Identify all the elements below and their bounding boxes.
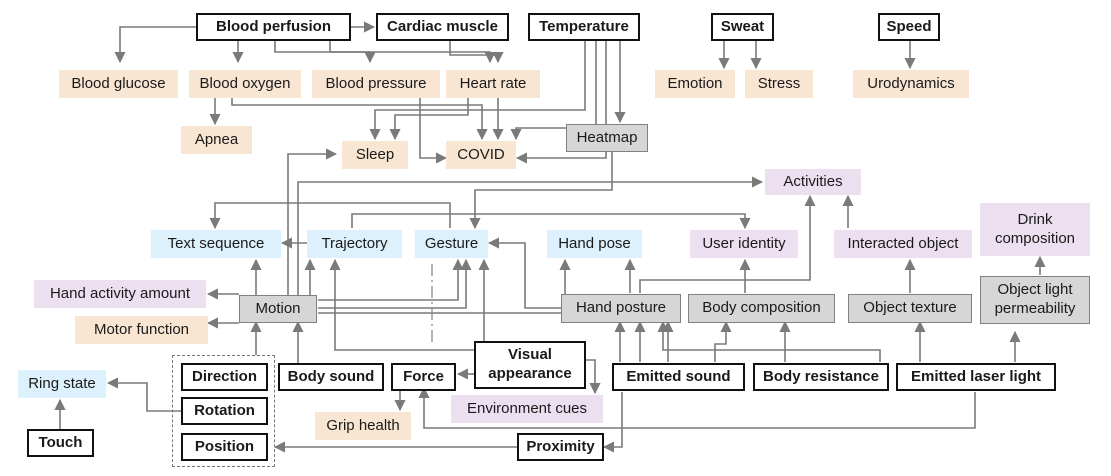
node-ring-state: Ring state — [18, 370, 106, 398]
node-heatmap: Heatmap — [566, 124, 648, 152]
imu-sensor-group — [172, 355, 275, 467]
node-hand-posture: Hand posture — [561, 294, 681, 323]
node-sweat: Sweat — [711, 13, 774, 41]
node-position: Position — [181, 433, 268, 461]
node-sleep: Sleep — [342, 141, 408, 169]
node-hand-pose: Hand pose — [547, 230, 642, 258]
node-cardiac-muscle: Cardiac muscle — [376, 13, 509, 41]
node-rotation: Rotation — [181, 397, 268, 425]
node-object-light-permeability: Object light permeability — [980, 276, 1090, 324]
node-direction: Direction — [181, 363, 268, 391]
node-stress: Stress — [745, 70, 813, 98]
node-hand-activity-amount: Hand activity amount — [34, 280, 206, 308]
node-object-texture: Object texture — [848, 294, 972, 323]
node-speed: Speed — [878, 13, 940, 41]
node-heart-rate: Heart rate — [446, 70, 540, 98]
node-apnea: Apnea — [181, 126, 252, 154]
node-body-sound: Body sound — [278, 363, 384, 391]
node-emotion: Emotion — [655, 70, 735, 98]
node-activities: Activities — [765, 169, 861, 195]
node-temperature: Temperature — [528, 13, 640, 41]
node-motion: Motion — [239, 295, 317, 323]
node-motor-function: Motor function — [75, 316, 208, 344]
node-drink-composition: Drink composition — [980, 203, 1090, 256]
node-body-composition: Body composition — [688, 294, 835, 323]
node-user-identity: User identity — [690, 230, 798, 258]
node-blood-oxygen: Blood oxygen — [189, 70, 301, 98]
node-grip-health: Grip health — [315, 412, 411, 440]
node-urodynamics: Urodynamics — [853, 70, 969, 98]
node-proximity: Proximity — [517, 433, 604, 461]
node-covid: COVID — [446, 141, 516, 169]
node-body-resistance: Body resistance — [753, 363, 889, 391]
node-emitted-laser-light: Emitted laser light — [896, 363, 1056, 391]
node-blood-pressure: Blood pressure — [312, 70, 440, 98]
node-emitted-sound: Emitted sound — [612, 363, 745, 391]
node-force: Force — [391, 363, 456, 391]
node-blood-perfusion: Blood perfusion — [196, 13, 351, 41]
node-blood-glucose: Blood glucose — [59, 70, 178, 98]
node-visual-appearance: Visual appearance — [474, 341, 586, 389]
node-gesture: Gesture — [415, 230, 488, 258]
node-environment-cues: Environment cues — [451, 395, 603, 423]
node-touch: Touch — [27, 429, 94, 457]
node-interacted-object: Interacted object — [834, 230, 972, 258]
node-trajectory: Trajectory — [307, 230, 402, 258]
node-text-sequence: Text sequence — [151, 230, 281, 258]
